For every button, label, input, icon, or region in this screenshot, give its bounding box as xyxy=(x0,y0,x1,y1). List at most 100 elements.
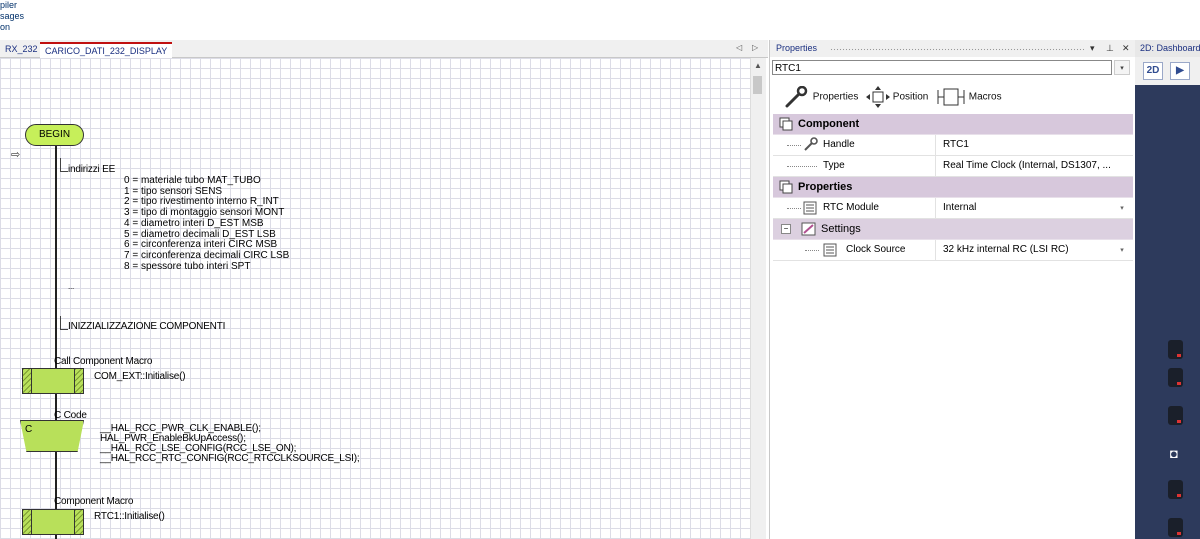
tab-carico-dati-232-display[interactable]: CARICO_DATI_232_DISPLAY xyxy=(40,42,173,59)
tab-label: Properties xyxy=(812,91,859,103)
tab-macros[interactable]: Macros xyxy=(936,86,1002,108)
comment-line: 7 = circonferenza decimali CIRC LSB xyxy=(124,249,290,261)
wrench-icon xyxy=(803,137,819,159)
begin-terminator[interactable]: BEGIN xyxy=(25,124,84,146)
tab-position[interactable]: Position xyxy=(866,86,928,108)
move-icon xyxy=(866,86,890,108)
property-value[interactable]: 32 kHz internal RC (LSI RC) xyxy=(943,244,1069,255)
tab-rx-232[interactable]: RX_232 xyxy=(5,44,38,54)
property-name: Handle xyxy=(823,139,855,150)
serial-eeprom-component-icon[interactable] xyxy=(1168,518,1183,537)
property-row-handle[interactable]: Handle RTC1 xyxy=(773,135,1133,156)
code-line: HAL_PWR_EnableBkUpAccess(); xyxy=(100,433,246,444)
tree-line xyxy=(787,145,801,146)
comment-line: 6 = circonferenza interi CIRC MSB xyxy=(124,239,278,251)
category-settings[interactable]: − Settings xyxy=(773,219,1133,240)
code-line: __HAL_RCC_RTC_CONFIG(RCC_RTCCLKSOURCE_LS… xyxy=(100,453,360,464)
comment-title[interactable]: INIZZIALIZZAZIONE COMPONENTI xyxy=(68,321,226,332)
property-grid: Component Handle RTC1 Type Real Time Clo… xyxy=(773,114,1133,261)
comment-title[interactable]: indirizzi EE xyxy=(68,164,116,175)
macro-icon xyxy=(937,88,965,106)
property-value[interactable]: Internal xyxy=(943,202,977,213)
comment-bracket xyxy=(60,158,68,172)
copy-icon xyxy=(779,117,793,138)
component-macro-icon[interactable] xyxy=(22,368,84,394)
menu-fragment[interactable]: piler xyxy=(0,0,18,10)
property-value[interactable]: RTC1 xyxy=(943,139,969,150)
rtc-module-component-icon[interactable] xyxy=(1168,480,1183,499)
comment-body[interactable]: 0 = materiale tubo MAT_TUBO 1 = tipo sen… xyxy=(124,175,290,272)
component-selector[interactable]: RTC1 xyxy=(772,60,1112,75)
property-name-cell: Clock Source xyxy=(773,240,936,260)
median-filter-component-icon[interactable] xyxy=(1168,368,1183,387)
comment-line: 5 = diametro decimali D_EST LSB xyxy=(124,228,276,240)
menu-fragment[interactable]: on xyxy=(0,22,11,32)
view-2d-button[interactable]: 2D xyxy=(1143,62,1163,80)
copy-icon xyxy=(779,180,793,201)
vertical-scrollbar[interactable]: ▲ xyxy=(750,58,766,539)
category-component[interactable]: Component xyxy=(773,114,1133,135)
macro-label: Component Macro xyxy=(54,496,134,507)
chevron-down-icon[interactable]: ▾ xyxy=(1114,60,1130,75)
menu-fragment[interactable]: sages xyxy=(0,11,25,21)
scroll-up-icon[interactable]: ▲ xyxy=(754,61,762,70)
tab-scroll-right-icon[interactable]: ▷ xyxy=(752,43,759,52)
comment-line: 4 = diametro interi D_EST MSB xyxy=(124,217,264,229)
execution-pointer-icon: ⇨ xyxy=(11,149,21,161)
tree-line xyxy=(787,208,801,209)
chevron-down-icon[interactable]: ▾ xyxy=(1120,247,1124,254)
property-row-type[interactable]: Type Real Time Clock (Internal, DS1307, … xyxy=(773,156,1133,177)
c-code-icon[interactable] xyxy=(20,420,84,452)
dashboard-toolbar: 2D ▶ xyxy=(1135,57,1200,85)
circular-buffer-component-icon[interactable] xyxy=(1168,406,1183,425)
collapse-icon[interactable]: − xyxy=(781,224,791,234)
median-filter-component-icon[interactable] xyxy=(1168,340,1183,359)
properties-title-bar: Properties ▾ ⊥ ✕ xyxy=(770,40,1136,57)
component-macro-icon[interactable] xyxy=(22,509,84,535)
property-row-rtc-module[interactable]: RTC Module Internal ▾ xyxy=(773,198,1133,219)
property-row-clock-source[interactable]: Clock Source 32 kHz internal RC (LSI RC)… xyxy=(773,240,1133,261)
pointer-tool-icon[interactable]: ▶ xyxy=(1170,62,1190,80)
chevron-down-icon[interactable]: ▾ xyxy=(1120,205,1124,212)
settings-icon xyxy=(801,222,817,243)
macro-code: COM_EXT::Initialise() xyxy=(94,371,186,382)
comment-line: 3 = tipo di montaggio sensori MONT xyxy=(124,207,285,219)
category-label: Properties xyxy=(798,181,853,193)
document-tab-bar: RX_232 CARICO_DATI_232_DISPLAY ◁ ▷ xyxy=(0,40,768,59)
tab-label: Macros xyxy=(968,91,1002,103)
comment-line: 8 = spessore tubo interi SPT xyxy=(124,260,251,272)
tree-line xyxy=(787,166,817,167)
tree-line xyxy=(805,250,819,251)
panel-title: Properties xyxy=(776,43,818,53)
category-label: Component xyxy=(798,118,860,130)
c-code-icon-letter: C xyxy=(25,424,33,435)
properties-panel: Properties ▾ ⊥ ✕ RTC1 ▾ Properties Posit… xyxy=(769,40,1136,539)
comment-bracket xyxy=(60,316,68,330)
property-name-cell: Type xyxy=(773,156,936,176)
close-icon[interactable]: ✕ xyxy=(1122,43,1130,53)
scroll-thumb[interactable] xyxy=(753,76,762,94)
comment-line: 2 = tipo rivestimento interno R_INT xyxy=(124,196,279,208)
list-icon xyxy=(803,201,817,223)
tab-scroll-left-icon[interactable]: ◁ xyxy=(736,43,743,52)
macro-label: Call Component Macro xyxy=(54,356,153,367)
property-name: Type xyxy=(823,160,845,171)
top-strip: piler sages on xyxy=(0,0,1200,40)
tab-properties[interactable]: Properties xyxy=(784,85,859,108)
dashboard-panel[interactable]: 2D: Dashboard 2D ▶ ◘ xyxy=(1135,40,1200,539)
flowchart-connector xyxy=(55,142,57,539)
property-name-cell: Handle xyxy=(773,135,936,155)
ccode-label: C Code xyxy=(54,410,87,421)
property-value[interactable]: Real Time Clock (Internal, DS1307, ... xyxy=(943,160,1111,171)
drag-grip[interactable] xyxy=(830,48,1085,51)
macro-code: RTC1::Initialise() xyxy=(94,511,165,522)
category-properties[interactable]: Properties xyxy=(773,177,1133,198)
pin-icon[interactable]: ⊥ xyxy=(1106,43,1114,53)
flowchart-canvas[interactable]: BEGIN ⇨ indirizzi EE 0 = materiale tubo … xyxy=(0,58,750,539)
dropdown-icon[interactable]: ▾ xyxy=(1090,43,1095,53)
property-name: RTC Module xyxy=(823,202,879,213)
list-icon xyxy=(823,243,837,265)
code-line: __HAL_RCC_PWR_CLK_ENABLE(); xyxy=(100,423,261,434)
dashboard-title: 2D: Dashboard xyxy=(1135,40,1200,57)
rtc-component-icon[interactable]: ◘ xyxy=(1170,446,1178,461)
